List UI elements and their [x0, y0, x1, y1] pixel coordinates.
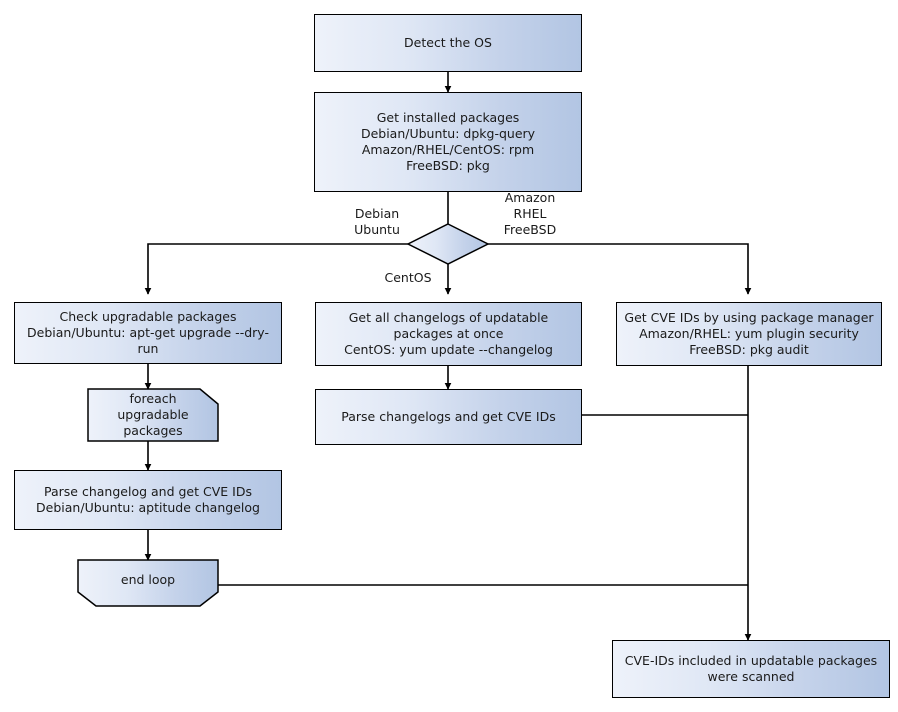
edge-label-centos: CentOS — [384, 270, 432, 285]
edge-label-amazon-rhel-freebsd: Amazon RHEL FreeBSD — [503, 190, 557, 237]
node-get-installed-packages[interactable]: Get installed packages Debian/Ubuntu: dp… — [314, 92, 582, 192]
node-get-cve-package-manager-label: Get CVE IDs by using package manager Ama… — [624, 310, 874, 357]
node-detect-os[interactable]: Detect the OS — [314, 14, 582, 72]
node-scanned-result[interactable]: CVE-IDs included in updatable packages w… — [612, 640, 890, 698]
edge-decision-debian — [144, 243, 408, 295]
node-parse-changelog-debian[interactable]: Parse changelog and get CVE IDs Debian/U… — [14, 470, 282, 530]
node-end-loop-label: end loop — [120, 572, 176, 587]
node-get-all-changelogs[interactable]: Get all changelogs of updatable packages… — [315, 302, 582, 366]
node-scanned-result-label: CVE-IDs included in updatable packages w… — [624, 653, 878, 684]
decision-diamond-os[interactable] — [406, 223, 490, 265]
node-parse-changelogs-centos[interactable]: Parse changelogs and get CVE IDs — [315, 389, 582, 445]
edge-decision-rhel — [488, 243, 752, 295]
node-end-loop[interactable]: end loop — [78, 560, 218, 606]
node-get-installed-packages-label: Get installed packages Debian/Ubuntu: dp… — [360, 110, 536, 173]
node-detect-os-label: Detect the OS — [404, 35, 492, 50]
node-get-cve-package-manager[interactable]: Get CVE IDs by using package manager Ama… — [616, 302, 882, 366]
node-check-upgradable-packages[interactable]: Check upgradable packages Debian/Ubuntu:… — [14, 302, 282, 364]
node-parse-changelog-debian-label: Parse changelog and get CVE IDs Debian/U… — [36, 484, 260, 515]
edge-label-debian-ubuntu: Debian Ubuntu — [354, 206, 400, 237]
node-parse-changelogs-centos-label: Parse changelogs and get CVE IDs — [341, 409, 556, 424]
node-get-all-changelogs-label: Get all changelogs of updatable packages… — [344, 310, 553, 357]
node-foreach-loop-start-label: foreach upgradable packages — [117, 391, 189, 438]
node-foreach-loop-start[interactable]: foreach upgradable packages — [88, 389, 218, 441]
node-check-upgradable-packages-label: Check upgradable packages Debian/Ubuntu:… — [27, 309, 269, 356]
